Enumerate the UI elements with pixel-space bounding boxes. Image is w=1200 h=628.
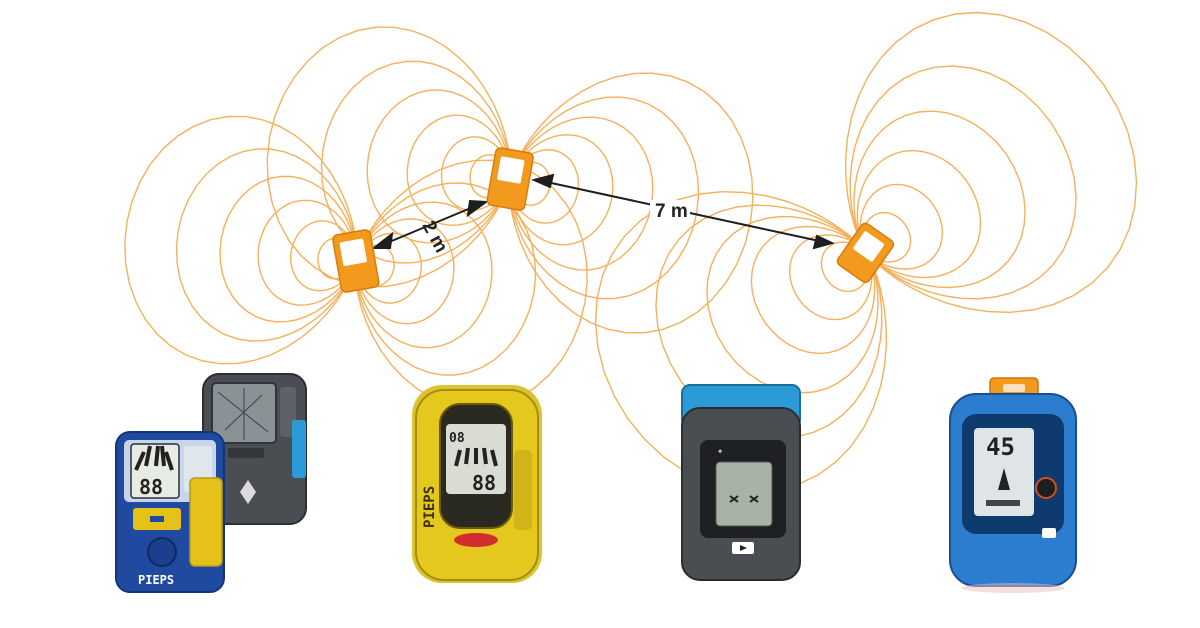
- field-line: [508, 96, 700, 300]
- field-line: [124, 115, 358, 365]
- field-line: [844, 11, 1138, 314]
- field-line: [508, 72, 754, 334]
- field-line: [320, 60, 512, 264]
- pieps-blue-brand: PIEPS: [138, 573, 174, 587]
- field-line: [856, 149, 982, 279]
- distance-label-7m: 7 m: [655, 201, 688, 222]
- device-pieps-yellow: 08 88 PIEPS: [412, 385, 542, 583]
- field-line: [354, 201, 493, 349]
- field-line: [354, 159, 588, 409]
- field-line: [266, 26, 512, 288]
- transceiver-left: [332, 229, 380, 293]
- field-line: [355, 218, 455, 325]
- pieps-blue-yellow-clip: [189, 477, 223, 567]
- arrow-2m-head-right: [466, 199, 489, 218]
- device-blue-recon: 45: [949, 377, 1077, 593]
- field-line: [257, 199, 357, 306]
- arrow-7m-head-right: [812, 234, 835, 250]
- field-line: [366, 89, 512, 244]
- pieps-yellow-display-top: 08: [449, 431, 465, 446]
- field-line: [594, 190, 888, 493]
- field-line: [219, 175, 358, 323]
- label-7m-bg: [650, 200, 690, 222]
- recon-distance-readout: 45: [986, 433, 1015, 461]
- bd-pulse-logo-text: ◆: [718, 447, 723, 455]
- arrow-7m-head-left: [530, 173, 555, 189]
- pieps-blue-display-digits: 88: [139, 475, 163, 499]
- field-line: [175, 148, 357, 342]
- field-line: [849, 65, 1077, 300]
- field-line: [750, 225, 876, 355]
- field-line: [853, 110, 1026, 289]
- field-line: [406, 114, 511, 226]
- pieps-yellow-brand: PIEPS: [422, 486, 438, 528]
- device-bd-pulse: ◆: [681, 384, 801, 581]
- field-line: [655, 204, 883, 439]
- field-lines: [124, 11, 1138, 493]
- arrow-2m: [381, 204, 479, 246]
- field-line: [509, 134, 614, 246]
- transceiver-middle: [486, 147, 534, 211]
- transceiver-right: [836, 222, 895, 283]
- field-line: [355, 182, 537, 376]
- distance-label-2m: 2 m: [418, 217, 452, 256]
- arrow-2m-head-left: [371, 231, 394, 249]
- field-line: [706, 215, 879, 394]
- pieps-yellow-display-digits: 88: [472, 471, 496, 495]
